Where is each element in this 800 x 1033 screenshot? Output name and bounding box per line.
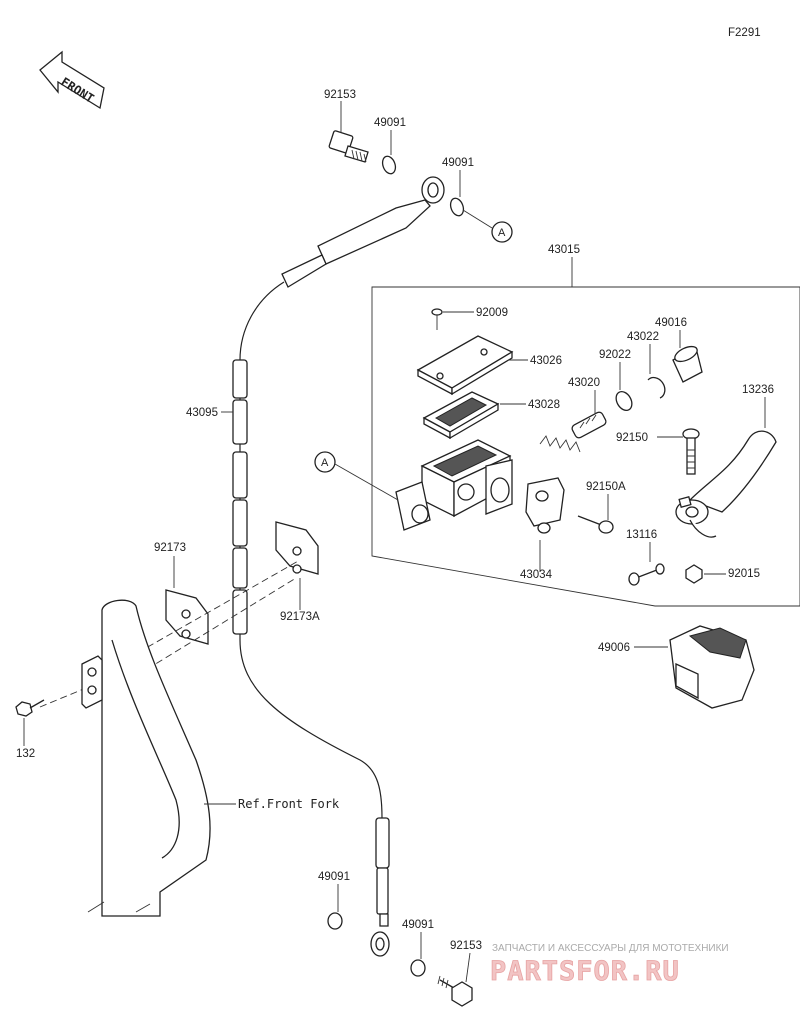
washer-49091-b [449, 197, 465, 217]
washer-49091-a [381, 155, 397, 175]
clamp-43034 [525, 477, 565, 534]
brake-lever-13236 [675, 430, 777, 538]
diaphragm-43028 [422, 391, 500, 440]
label-49091-b: 49091 [442, 157, 474, 169]
label-92153-bottom: 92153 [450, 940, 482, 952]
svg-text:A: A [498, 227, 506, 239]
label-92150: 92150 [616, 432, 648, 444]
watermark-brand: PARTSFOR.RU [490, 956, 680, 987]
label-92022: 92022 [599, 349, 631, 361]
lever-guard-49006 [669, 625, 755, 709]
label-49091-a: 49091 [374, 117, 406, 129]
circle-a-top: A [462, 209, 513, 243]
label-13236: 13236 [742, 384, 774, 396]
label-92015: 92015 [728, 568, 760, 580]
label-92173: 92173 [154, 542, 186, 554]
label-49091-c: 49091 [318, 871, 350, 883]
front-direction-arrow: FRONT [39, 50, 105, 110]
label-49006: 49006 [598, 642, 630, 654]
circle-a-master: A [314, 451, 399, 501]
assembly-43015-outline [371, 286, 800, 607]
label-43026: 43026 [530, 355, 562, 367]
bracket-92173 [165, 589, 209, 645]
svg-text:A: A [321, 457, 329, 469]
bracket-92173a [275, 521, 319, 575]
master-cylinder-body [395, 439, 513, 531]
bolt-92150a [577, 515, 614, 534]
washer-49091-d [410, 959, 426, 977]
label-43022: 43022 [627, 331, 659, 343]
hose-protector-43095 [232, 359, 248, 635]
banjo-bolt-top [328, 130, 369, 163]
label-132: 132 [16, 748, 35, 760]
banjo-bolt-bottom [437, 975, 473, 1007]
figure-code: F2291 [728, 27, 761, 39]
hose-end-bottom-fitting [370, 817, 390, 957]
brake-hose [239, 281, 383, 819]
front-fork-guard [81, 599, 211, 917]
bolt-132 [15, 699, 45, 717]
dust-boot-49016 [672, 345, 703, 383]
watermark-subtitle: ЗАПЧАСТИ И АКСЕССУАРЫ ДЛЯ МОТОТЕХНИКИ [492, 943, 729, 954]
washer-49091-c [327, 912, 343, 930]
label-92009: 92009 [476, 307, 508, 319]
label-49091-d: 49091 [402, 919, 434, 931]
piston-kit-43020 [539, 411, 607, 453]
nut-92015 [685, 564, 703, 584]
pivot-bolt-92150 [682, 428, 700, 475]
label-13116: 13116 [626, 529, 657, 541]
label-92173a: 92173A [280, 611, 320, 623]
screw-92009 [431, 308, 443, 330]
reservoir-cap-43026 [416, 335, 514, 396]
hose-end-top-fitting [281, 176, 445, 288]
label-49016: 49016 [655, 317, 687, 329]
label-92153-top: 92153 [324, 89, 356, 101]
label-43028: 43028 [528, 399, 560, 411]
circlip-43022 [647, 376, 666, 399]
label-43020: 43020 [568, 377, 600, 389]
washer-92022 [615, 391, 633, 411]
ref-front-fork: Ref.Front Fork [238, 797, 340, 811]
label-43095: 43095 [186, 407, 218, 419]
watermark: ЗАПЧАСТИ И АКСЕССУАРЫ ДЛЯ МОТОТЕХНИКИ PA… [490, 943, 729, 987]
label-43034: 43034 [520, 569, 553, 581]
push-rod-13116 [628, 563, 665, 586]
label-92150a: 92150A [586, 481, 626, 493]
label-43015: 43015 [548, 244, 580, 256]
